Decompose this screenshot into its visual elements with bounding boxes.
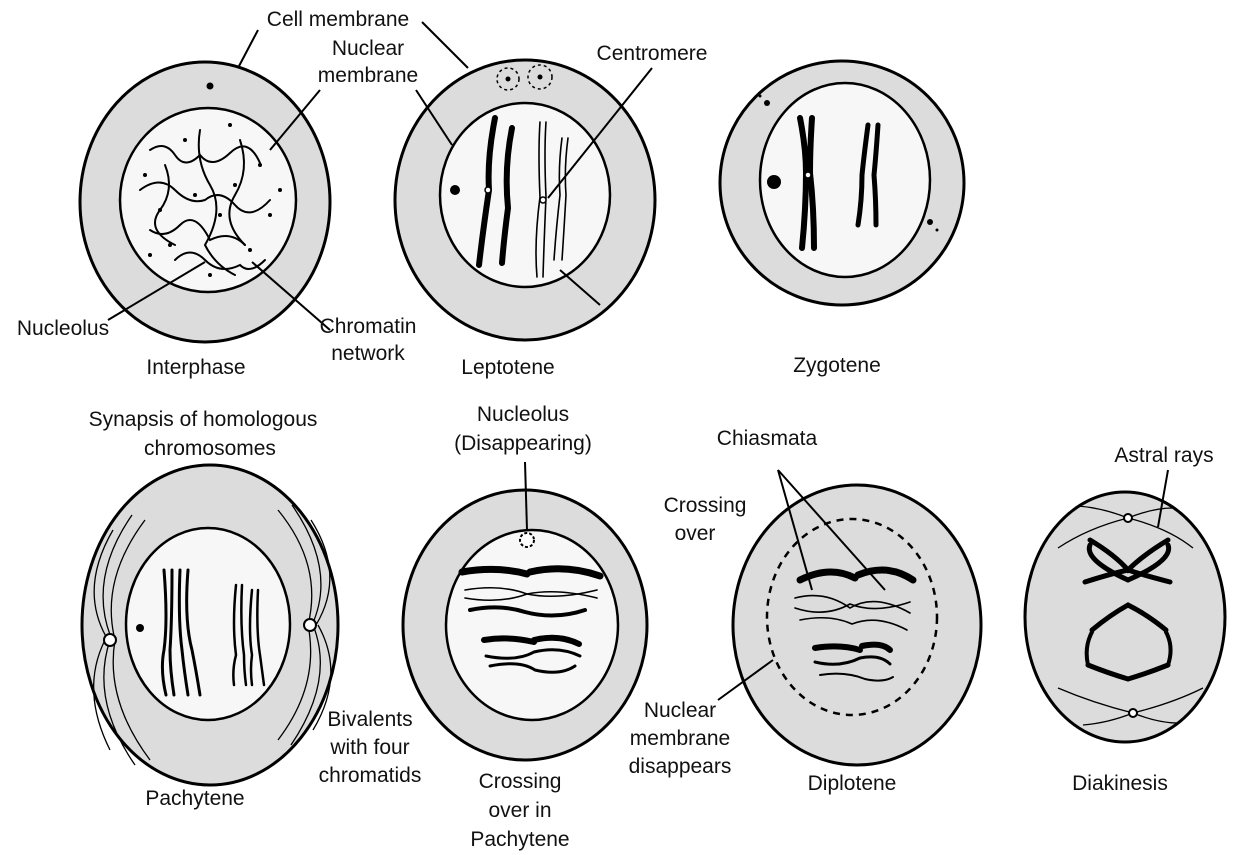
label-nuclear-membrane-line2: membrane: [318, 64, 418, 87]
label-chromatin-line1: Chromatin: [320, 315, 417, 338]
label-crossing-over-line1: Crossing: [664, 494, 747, 517]
leptotene-cell: [395, 60, 655, 340]
label-synapsis-line1: Synapsis of homologous: [89, 408, 318, 431]
label-nuclear-membrane-disappears-line1: Nuclear: [644, 699, 716, 722]
diplotene-cell: [733, 485, 981, 765]
label-bivalents-line1: Bivalents: [327, 708, 412, 731]
label-nucleolus-interphase: Nucleolus: [17, 317, 109, 340]
label-crossing-over-line2: over: [675, 522, 716, 545]
label-centromere: Centromere: [597, 42, 708, 65]
label-chiasmata: Chiasmata: [717, 427, 818, 450]
label-bivalents-line3: chromatids: [319, 764, 422, 787]
label-nucleolus-disappearing-line2: (Disappearing): [454, 432, 592, 455]
label-leptotene: Leptotene: [461, 356, 554, 379]
label-bivalents-line2: with four: [329, 736, 409, 759]
pachytene-cell: [82, 465, 338, 785]
interphase-cell: [80, 62, 330, 342]
label-nuclear-membrane-disappears-line2: membrane: [630, 727, 730, 750]
label-crossing-pachytene-line2: over in: [488, 799, 551, 822]
zygotene-cell: [720, 61, 964, 305]
label-synapsis-line2: chromosomes: [144, 437, 276, 460]
label-nucleolus-disappearing-line1: Nucleolus: [477, 403, 569, 426]
label-nuclear-membrane-line1: Nuclear: [332, 37, 404, 60]
label-pachytene: Pachytene: [145, 787, 244, 810]
label-zygotene: Zygotene: [793, 354, 881, 377]
label-interphase: Interphase: [146, 356, 245, 379]
crossing-over-pachytene-cell: [403, 490, 647, 760]
label-astral-rays: Astral rays: [1114, 444, 1213, 467]
leader-cell-membrane-interphase: [238, 30, 258, 68]
label-diakinesis: Diakinesis: [1072, 772, 1168, 795]
label-crossing-pachytene-line1: Crossing: [479, 770, 562, 793]
label-chromatin-line2: network: [331, 342, 405, 365]
label-nuclear-membrane-disappears-line3: disappears: [629, 755, 732, 778]
label-diplotene: Diplotene: [808, 772, 897, 795]
leader-cell-membrane-leptotene: [422, 22, 468, 68]
label-crossing-pachytene-line3: Pachytene: [470, 828, 569, 851]
label-cell-membrane: Cell membrane: [267, 8, 409, 31]
diakinesis-cell: [1025, 492, 1225, 742]
